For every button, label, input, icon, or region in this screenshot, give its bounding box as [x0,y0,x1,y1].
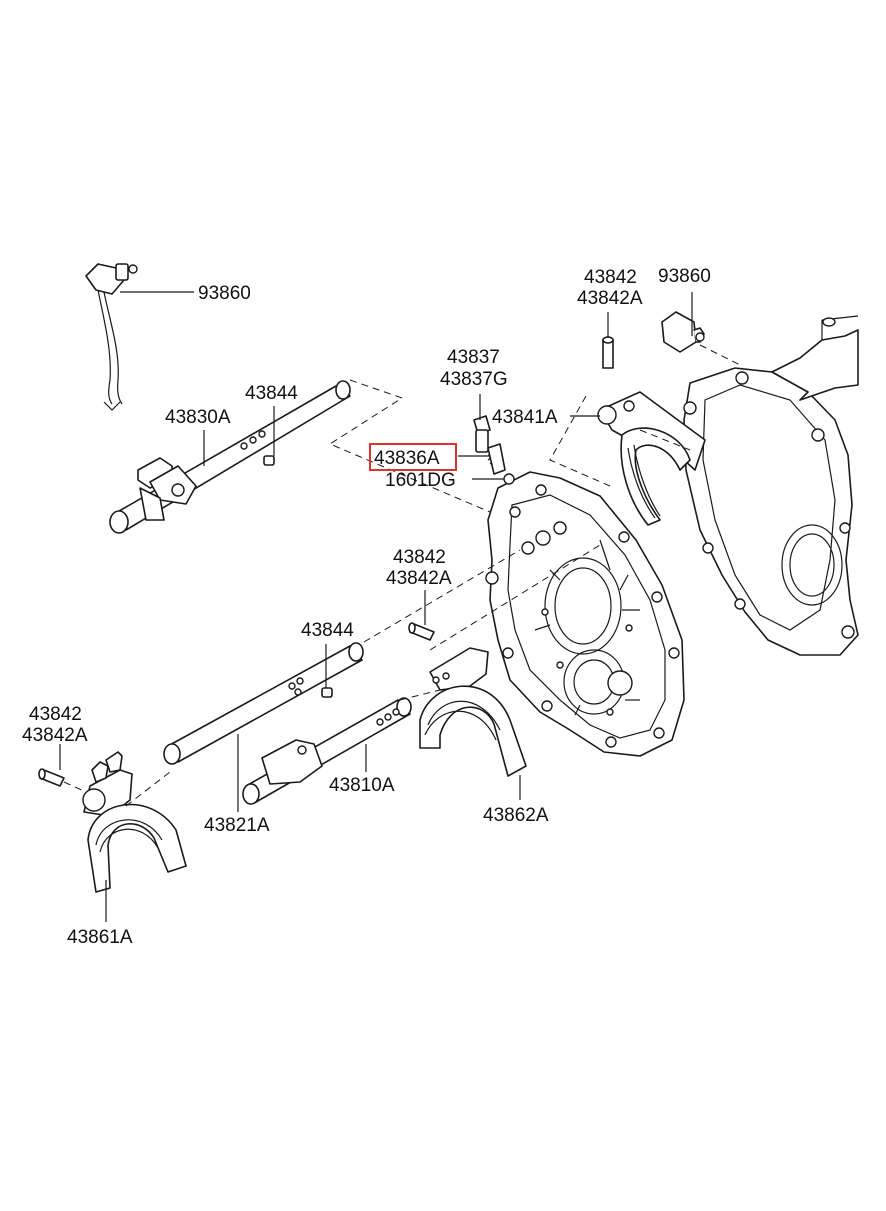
dowel-pin-mid [408,622,435,641]
label-43830A: 43830A [165,407,231,428]
shift-fork-upper [597,391,706,526]
label-43821A: 43821A [204,815,270,836]
shift-rail-middle [163,642,364,765]
label-93860-left: 93860 [198,283,251,304]
label-43861A: 43861A [67,927,133,948]
transmission-case-right [683,315,859,656]
part-labels: 93860 93860 43842 43842A 43837 43837G 43… [22,266,711,948]
label-43842A-top: 43842A [577,288,643,309]
leader-lines [59,291,693,922]
shift-rail-lower [242,697,412,805]
shift-fork-43862A [419,647,527,777]
sensor-switch-left [85,263,138,411]
label-43844-mid: 43844 [301,620,354,641]
label-43842A-mid: 43842A [386,568,452,589]
shift-rail-upper [109,380,351,534]
label-43842-top: 43842 [584,267,637,288]
label-43836A: 43836A [374,448,440,469]
highlight-box-43836A [369,443,457,471]
assembly-guide-lines [63,344,741,807]
label-43862A: 43862A [483,805,549,826]
label-1601DG: 1601DG [385,470,456,491]
label-43810A: 43810A [329,775,395,796]
label-43844-top: 43844 [245,383,298,404]
dowel-pin-left [38,768,65,787]
dowel-pin-top [602,336,614,369]
label-43842-left: 43842 [29,704,82,725]
shift-fork-43861A [82,751,187,893]
case-center-plate [485,471,685,757]
detent-spring-assembly [473,415,515,485]
label-43842-mid: 43842 [393,547,446,568]
label-43842A-left: 43842A [22,725,88,746]
label-43837: 43837 [447,347,500,368]
label-43837G: 43837G [440,369,508,390]
label-43841A: 43841A [492,407,558,428]
sensor-switch-right [661,311,705,353]
label-93860-right: 93860 [658,266,711,287]
